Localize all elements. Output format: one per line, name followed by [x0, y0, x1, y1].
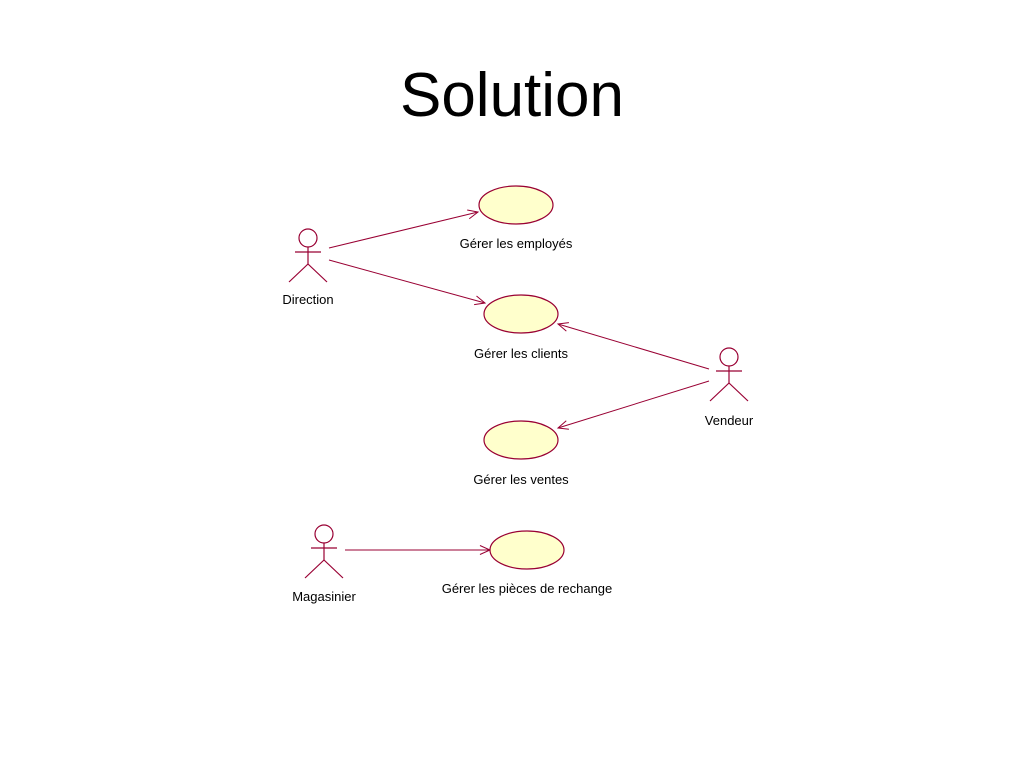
use-case-pieces[interactable]: Gérer les pièces de rechange [442, 530, 613, 596]
association-line [557, 380, 710, 429]
actor-head [298, 228, 318, 248]
use-case-label: Gérer les employés [460, 236, 573, 251]
association-vendeur-ventes [556, 380, 710, 430]
actor-label: Direction [282, 292, 333, 307]
association-line [328, 211, 479, 249]
actor-vendeur[interactable]: Vendeur [705, 347, 754, 428]
actor-left-leg [288, 263, 309, 283]
actor-right-leg [323, 559, 344, 579]
association-magasinier-pieces [345, 545, 492, 555]
actor-left-leg [709, 382, 730, 402]
arrow-head [467, 209, 480, 220]
actor-right-leg [307, 263, 328, 283]
association-line [328, 259, 486, 304]
association-direction-clients [328, 259, 487, 306]
use-case-label: Gérer les ventes [473, 472, 569, 487]
use-case-ellipse[interactable] [478, 185, 554, 225]
actor-label: Vendeur [705, 413, 754, 428]
association-direction-employes [328, 209, 480, 249]
actor-right-leg [728, 382, 749, 402]
arrow-head [556, 420, 569, 430]
use-case-employes[interactable]: Gérer les employés [460, 185, 573, 251]
use-case-ellipse[interactable] [483, 420, 559, 460]
use-case-ellipse[interactable] [489, 530, 565, 570]
actor-head [719, 347, 739, 367]
arrow-head [474, 295, 487, 306]
use-case-clients[interactable]: Gérer les clients [474, 294, 568, 361]
actor-magasinier[interactable]: Magasinier [292, 524, 356, 604]
actor-label: Magasinier [292, 589, 356, 604]
use-case-label: Gérer les pièces de rechange [442, 581, 613, 596]
use-case-label: Gérer les clients [474, 346, 568, 361]
actor-head [314, 524, 334, 544]
actor-direction[interactable]: Direction [282, 228, 334, 307]
use-case-ventes[interactable]: Gérer les ventes [473, 420, 569, 487]
actor-left-leg [304, 559, 325, 579]
association-line [557, 323, 710, 370]
arrow-head [556, 322, 569, 332]
slide-title: Solution [399, 61, 625, 130]
association-vendeur-clients [556, 322, 710, 370]
use-case-ellipse[interactable] [483, 294, 559, 334]
